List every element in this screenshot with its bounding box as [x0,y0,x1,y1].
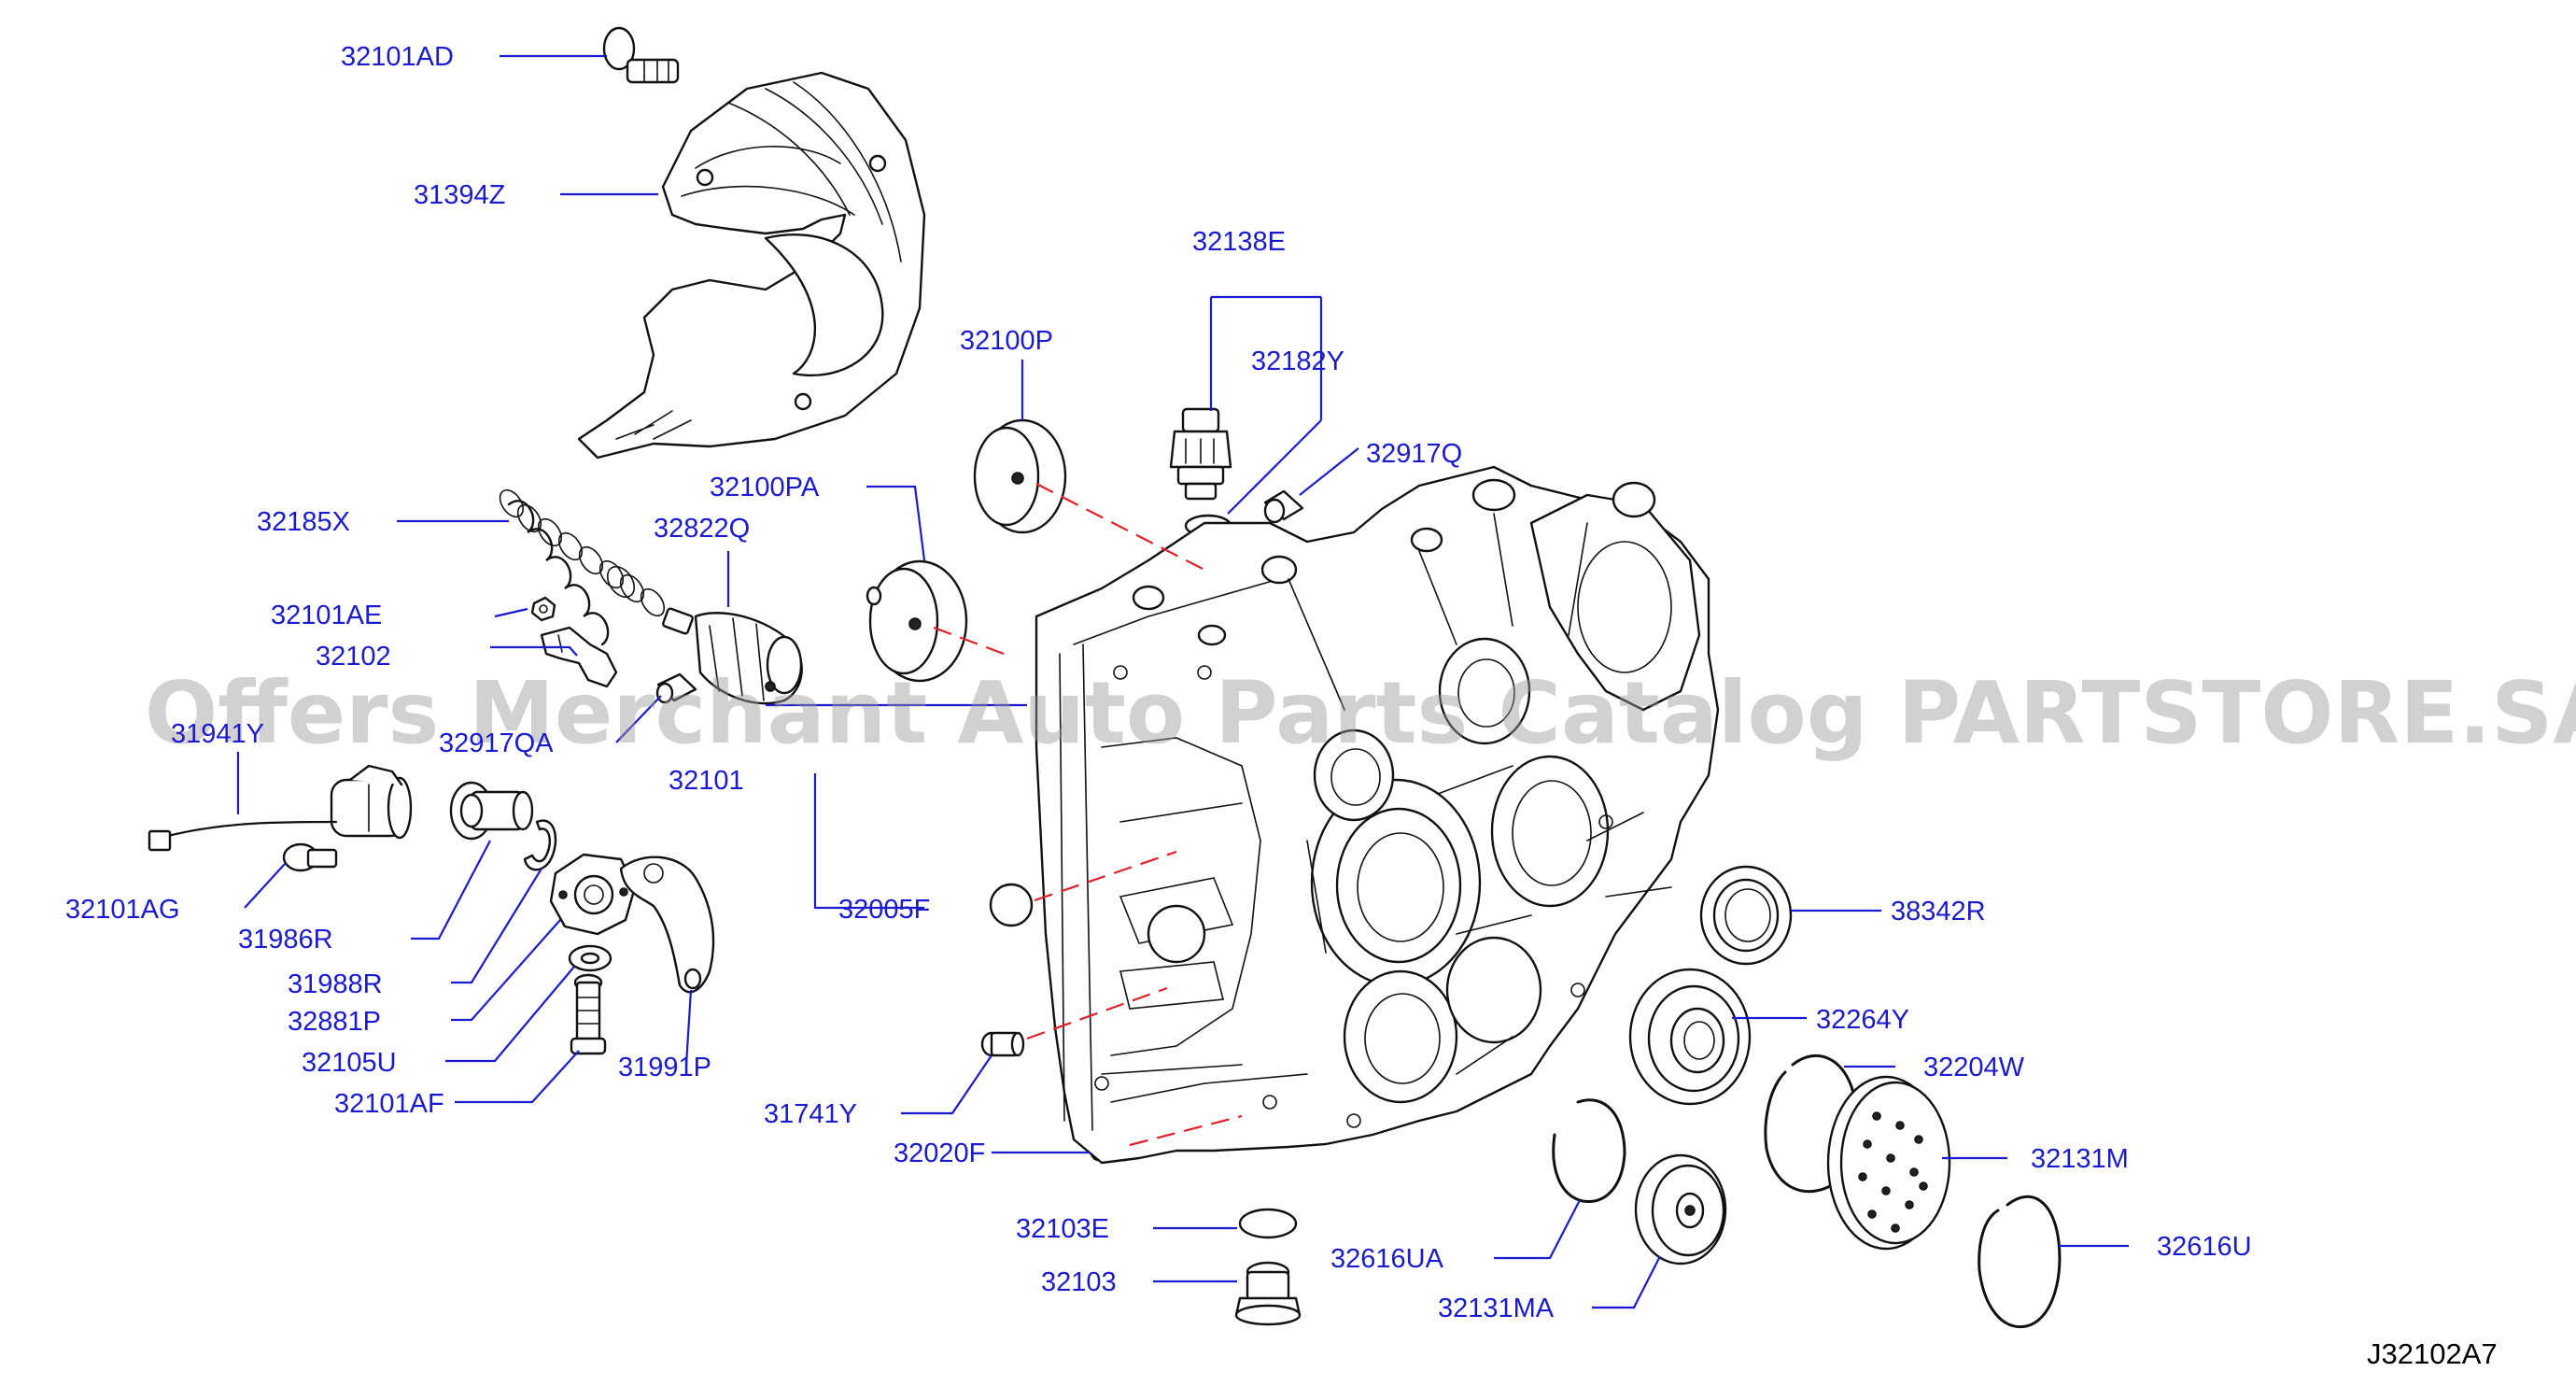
label-32131ma[interactable]: 32131MA [1438,1294,1555,1323]
plug-disc-32100pa-drawing [866,559,968,683]
label-31941y[interactable]: 31941Y [171,719,264,749]
shield-cover-31394z-drawing [577,71,926,460]
label-32100p[interactable]: 32100P [960,326,1053,356]
plug-32103-drawing [1234,1261,1302,1326]
label-32138e[interactable]: 32138E [1192,227,1286,257]
bearing-32264y-drawing [1628,968,1752,1106]
label-31394z[interactable]: 31394Z [414,180,505,210]
pin-32917qa-drawing [655,672,697,704]
bracket-32102-drawing [540,626,618,688]
label-32204w[interactable]: 32204W [1923,1053,2025,1082]
label-32101ae[interactable]: 32101AE [271,601,382,630]
label-31988r[interactable]: 31988R [288,969,383,999]
label-31991p[interactable]: 31991P [618,1053,711,1082]
label-38342r[interactable]: 38342R [1891,897,1986,926]
plug-disc-32100p-drawing [973,418,1067,534]
oil-seal-38342r-drawing [1699,865,1793,966]
bolt-32101af-drawing [570,973,607,1055]
label-32100pa[interactable]: 32100PA [710,473,820,502]
washer-32105u-drawing [568,944,612,972]
label-32105u[interactable]: 32105U [302,1048,397,1078]
label-32264y[interactable]: 32264Y [1816,1005,1909,1035]
sensor-31941y-drawing [148,764,413,852]
label-32881p[interactable]: 32881P [288,1007,381,1037]
o-ring-32103e-drawing [1238,1208,1298,1239]
label-32616ua[interactable]: 32616UA [1330,1244,1444,1274]
label-32101ag[interactable]: 32101AG [65,895,180,925]
pin-32917q-drawing [1263,489,1304,524]
detent-32822q-drawing [662,607,803,705]
watermark: Offers Merchant Auto Parts Catalog PARTS… [145,663,2576,763]
spring-32185x-drawing [499,488,666,646]
label-32182y[interactable]: 32182Y [1251,346,1344,376]
label-32103e[interactable]: 32103E [1016,1214,1109,1244]
seal-plate-32881p-drawing [549,853,637,936]
label-32616u[interactable]: 32616U [2157,1232,2252,1262]
hub-32131ma-drawing [1634,1153,1727,1266]
plug-31741y-drawing [980,1031,1025,1057]
nut-32101ae-drawing [530,596,556,622]
label-32103[interactable]: 32103 [1041,1267,1117,1297]
bushing-31986r-drawing [449,781,534,841]
gear-32131m-drawing [1826,1075,1951,1251]
label-32101af[interactable]: 32101AF [334,1089,444,1119]
label-32102[interactable]: 32102 [316,642,391,672]
label-31741y[interactable]: 31741Y [764,1099,857,1129]
label-32101ad[interactable]: 32101AD [341,42,454,72]
leader-lines [236,54,2129,1309]
diagram-code: J32102A7 [2367,1337,2498,1370]
snap-ring-32616ua-drawing [1552,1098,1626,1203]
snap-ring-32616u-drawing [1978,1195,2062,1329]
label-32917qa[interactable]: 32917QA [439,728,554,758]
label-32020f[interactable]: 32020F [894,1138,985,1168]
label-32131m[interactable]: 32131M [2031,1144,2129,1174]
part-labels: 32101AD 31394Z 32138E 32100P 32182Y 3291… [65,42,2252,1323]
label-32005f[interactable]: 32005F [838,895,930,925]
label-32822q[interactable]: 32822Q [654,514,750,544]
label-32917q[interactable]: 32917Q [1366,439,1462,469]
snap-ring-31988r-drawing [523,819,557,871]
ball-32005f-drawing [989,883,1034,927]
label-31986r[interactable]: 31986R [238,925,333,955]
bolt-32101ag-drawing [282,842,338,872]
label-32185x[interactable]: 32185X [257,507,350,537]
shift-lever-31991p-drawing [619,856,715,994]
label-32101[interactable]: 32101 [669,766,744,796]
sensor-32138e-drawing [1169,407,1232,501]
transmission-case-32101-drawing [1035,465,1720,1165]
bolt-32101ad-drawing [602,26,680,84]
